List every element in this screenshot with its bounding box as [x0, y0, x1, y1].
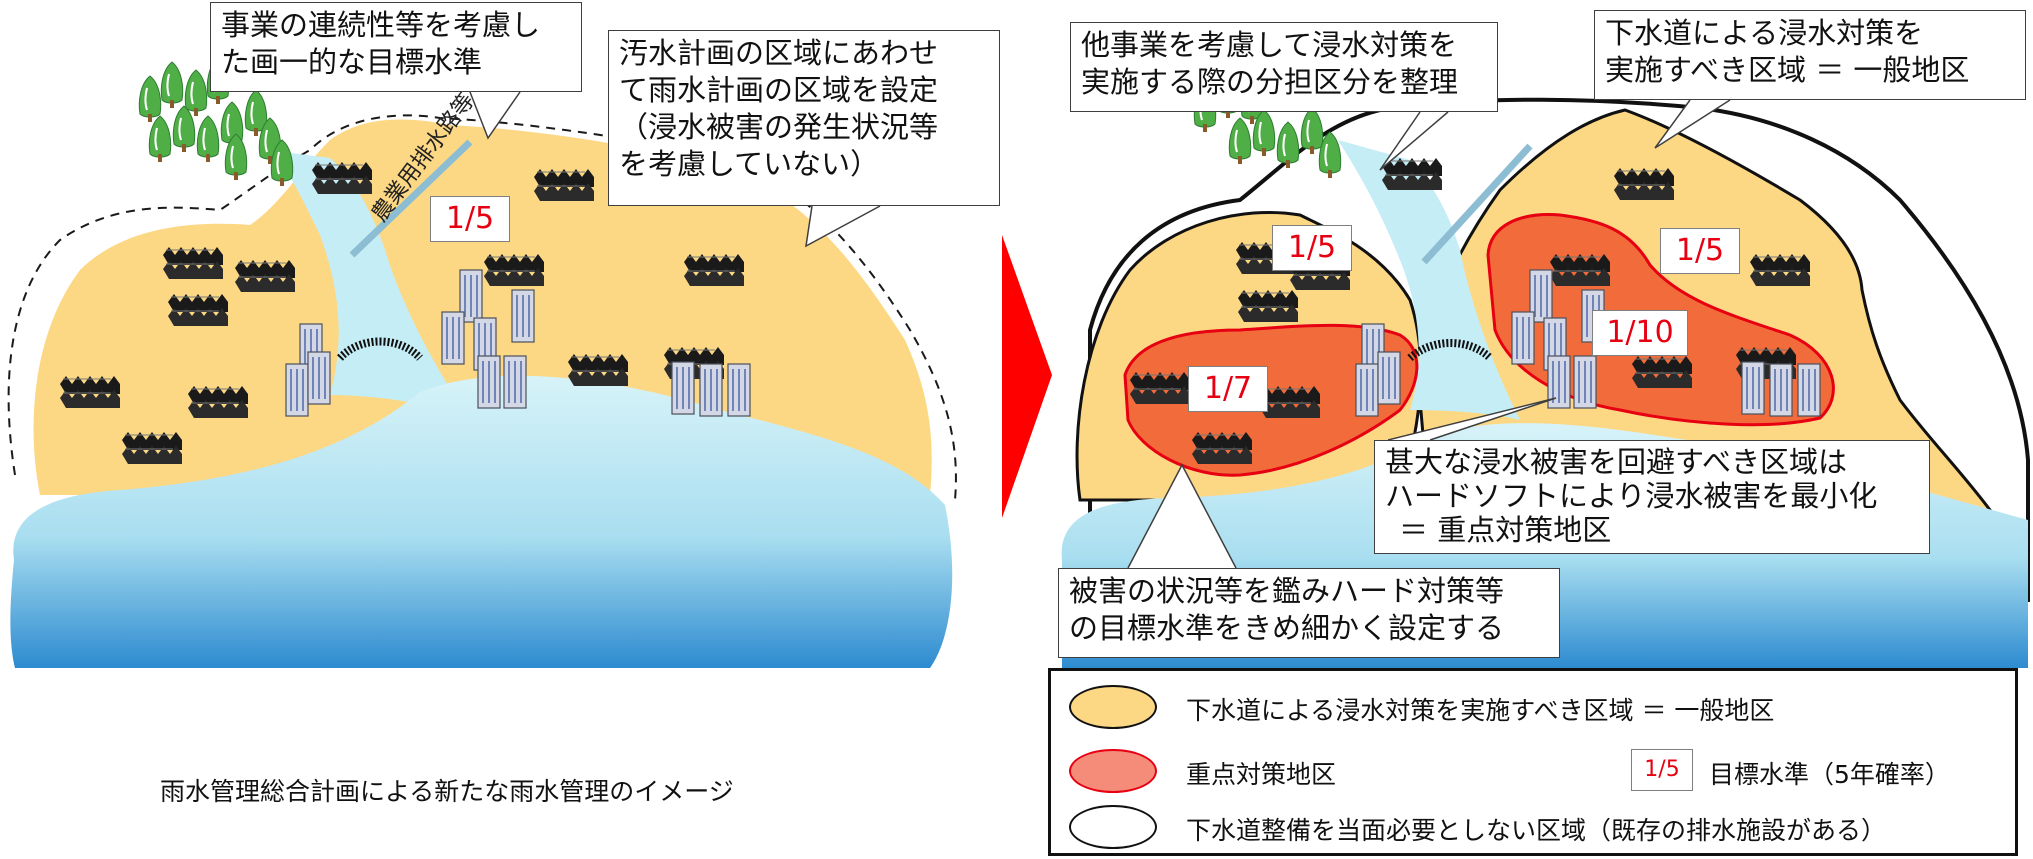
callout-detail-line-1: 被害の状況等を鑑みハード対策等 — [1069, 574, 1505, 608]
callout-priority-line-3: ＝ 重点対策地区 — [1399, 513, 1612, 547]
transition-arrow — [1002, 235, 1052, 518]
callout-detail-line-2: の目標水準をきめ細かく設定する — [1069, 611, 1505, 645]
callout-area-line-4: を考慮していない） — [619, 147, 880, 181]
callout-uniform-target: 事業の連続性等を考慮し た画一的な目標水準 — [210, 2, 582, 92]
bridge-right — [1407, 339, 1493, 362]
legend-none-swatch — [1069, 805, 1157, 849]
rate-top-left: 1/5 — [1272, 225, 1352, 271]
rate-priority-left: 1/7 — [1188, 366, 1268, 412]
callout-share-line-1: 他事業を考慮して浸水対策を — [1081, 28, 1458, 62]
callout-general-line-2: 実施すべき区域 ＝ 一般地区 — [1605, 53, 1970, 87]
callout-general-pointer — [1654, 99, 1731, 149]
callout-share: 他事業を考慮して浸水対策を 実施する際の分担区分を整理 — [1070, 22, 1498, 112]
legend-target-label: 目標水準（5年確率） — [1709, 760, 1950, 789]
bridge-left — [337, 337, 423, 361]
callout-area-line-1: 汚水計画の区域にあわせ — [619, 36, 939, 70]
sea-left — [10, 375, 953, 668]
plan-area-dashed-boundary — [7, 114, 957, 501]
callout-area-line-2: て雨水計画の区域を設定 — [619, 73, 939, 107]
callout-detail-target: 被害の状況等を鑑みハード対策等 の目標水準をきめ細かく設定する — [1058, 568, 1560, 658]
rate-priority-right: 1/10 — [1592, 310, 1688, 356]
rate-left: 1/5 — [430, 196, 510, 242]
callout-priority-line-1: 甚大な浸水被害を回避すべき区域は — [1385, 445, 1847, 479]
legend-general-label: 下水道による浸水対策を実施すべき区域 ＝ 一般地区 — [1186, 696, 1775, 725]
legend-none-label: 下水道整備を当面必要としない区域（既存の排水施設がある） — [1186, 816, 1887, 845]
callout-share-pointer — [1379, 111, 1449, 171]
legend-box: 下水道による浸水対策を実施すべき区域 ＝ 一般地区 重点対策地区 1/5 目標水… — [1048, 668, 2018, 856]
legend-priority-swatch — [1069, 749, 1157, 793]
callout-area-line-3: （浸水被害の発生状況等 — [619, 110, 939, 144]
callout-general-line-1: 下水道による浸水対策を — [1605, 16, 1924, 50]
callout-detail-pointer — [1127, 463, 1237, 569]
rate-top-right: 1/5 — [1660, 228, 1740, 274]
callout-share-line-2: 実施する際の分担区分を整理 — [1081, 65, 1459, 99]
callout-general-area: 下水道による浸水対策を 実施すべき区域 ＝ 一般地区 — [1594, 10, 2026, 100]
callout-plan-area: 汚水計画の区域にあわせ て雨水計画の区域を設定 （浸水被害の発生状況等 を考慮し… — [608, 30, 1000, 206]
callout-priority-area: 甚大な浸水被害を回避すべき区域は ハードソフトにより浸水被害を最小化 ＝ 重点対… — [1374, 440, 1930, 554]
callout-priority-line-2: ハードソフトにより浸水被害を最小化 — [1385, 479, 1878, 513]
callout-priority-pointer — [1387, 397, 1557, 441]
callout-uniform-line-2: た画一的な目標水準 — [221, 45, 483, 79]
callout-uniform-pointer — [469, 91, 521, 140]
agri-channel-left — [349, 139, 473, 258]
legend-target-swatch: 1/5 — [1631, 749, 1693, 791]
figure-caption: 雨水管理総合計画による新たな雨水管理のイメージ — [160, 777, 734, 806]
agri-channel-right — [1421, 143, 1533, 265]
callout-area-pointer — [805, 205, 881, 248]
legend-general-swatch — [1069, 685, 1157, 729]
callout-uniform-line-1: 事業の連続性等を考慮し — [221, 8, 541, 42]
left-panel — [7, 57, 957, 668]
legend-priority-label: 重点対策地区 — [1186, 760, 1337, 789]
